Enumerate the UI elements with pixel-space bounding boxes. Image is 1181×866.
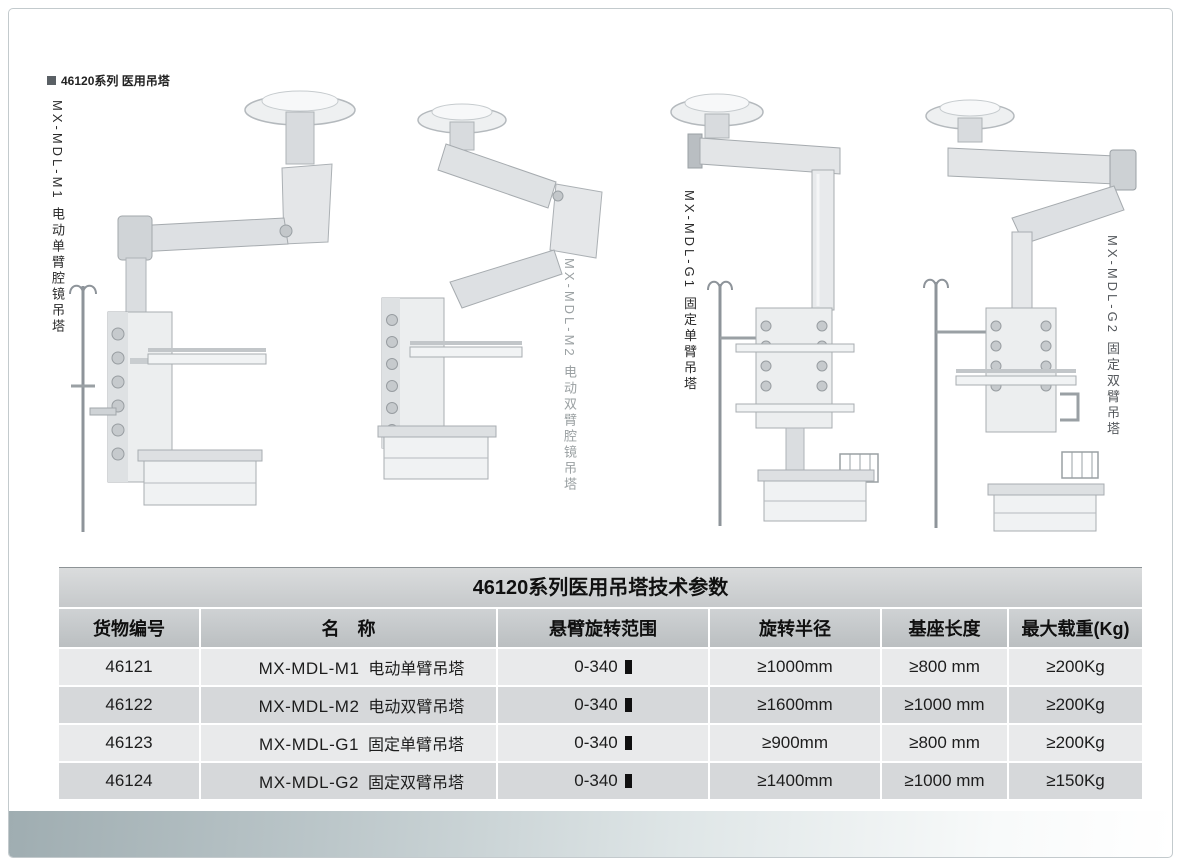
cell-radius: ≥1400mm — [710, 763, 880, 799]
spec-table: 46120系列医用吊塔技术参数 货物编号 名 称 悬臂旋转范围 旋转半径 基座长… — [59, 567, 1142, 801]
cell-name: MX-MDL-G1 固定单臂吊塔 — [201, 725, 496, 761]
series-bullet-icon — [47, 76, 56, 85]
spec-table-grid: 货物编号 名 称 悬臂旋转范围 旋转半径 基座长度 最大载重(Kg) 46121… — [57, 607, 1144, 801]
range-text: 0-340 — [574, 695, 618, 714]
cell-load: ≥200Kg — [1009, 687, 1142, 723]
col-header-radius: 旋转半径 — [710, 609, 880, 647]
base-cabinet — [137, 449, 263, 506]
table-row: 46122 MX-MDL-M2 电动双臂吊塔 0-340 ≥1600mm ≥100… — [59, 687, 1142, 723]
col-header-name: 名 称 — [201, 609, 496, 647]
product-label-m1: MX-MDL-M1 电动单臂腔镜吊塔 — [50, 100, 65, 336]
support-arm — [437, 143, 603, 309]
table-title: 46120系列医用吊塔技术参数 — [59, 567, 1142, 607]
product-label-g1: MX-MDL-G1 固定单臂吊塔 — [682, 190, 697, 393]
service-column — [381, 297, 445, 449]
cell-load: ≥150Kg — [1009, 763, 1142, 799]
name-text: 电动单臂吊塔 — [368, 661, 465, 678]
product-illustration-g1 — [660, 86, 905, 531]
series-label-text: 46120系列 医用吊塔 — [61, 74, 170, 88]
cell-load: ≥200Kg — [1009, 725, 1142, 761]
cell-name: MX-MDL-G2 固定双臂吊塔 — [201, 763, 496, 799]
degree-box-icon — [624, 660, 632, 674]
degree-box-icon — [624, 736, 632, 750]
base-cabinet — [757, 469, 875, 522]
shelf — [130, 348, 267, 365]
support-arm — [117, 163, 333, 315]
model-text: MX-MDL-G2 — [259, 773, 359, 792]
name-text: 固定双臂吊塔 — [367, 775, 464, 792]
cell-base: ≥800 mm — [882, 725, 1007, 761]
cell-code: 46123 — [59, 725, 199, 761]
product-label-g2: MX-MDL-G2 固定双臂吊塔 — [1105, 235, 1120, 438]
range-text: 0-340 — [574, 657, 618, 676]
ceiling-plate — [417, 103, 507, 151]
name-text: 电动双臂吊塔 — [368, 699, 465, 716]
degree-box-icon — [624, 774, 632, 788]
shelf — [409, 341, 523, 358]
cell-load: ≥200Kg — [1009, 649, 1142, 685]
col-header-load: 最大载重(Kg) — [1009, 609, 1142, 647]
cell-base: ≥1000 mm — [882, 763, 1007, 799]
service-column — [755, 307, 833, 471]
cell-code: 46121 — [59, 649, 199, 685]
degree-box-icon — [624, 698, 632, 712]
model-text: MX-MDL-G1 — [259, 735, 359, 754]
iv-pole — [69, 284, 97, 532]
iv-pole — [707, 280, 756, 526]
product-illustration-g2 — [900, 92, 1150, 532]
cell-code: 46122 — [59, 687, 199, 723]
col-header-range: 悬臂旋转范围 — [498, 609, 708, 647]
cell-radius: ≥900mm — [710, 725, 880, 761]
name-text: 固定单臂吊塔 — [367, 737, 464, 754]
base-cabinet — [377, 425, 497, 480]
cell-base: ≥800 mm — [882, 649, 1007, 685]
shelf — [735, 343, 855, 413]
col-header-code: 货物编号 — [59, 609, 199, 647]
cell-range: 0-340 — [498, 725, 708, 761]
ceiling-plate — [244, 90, 356, 165]
cell-radius: ≥1000mm — [710, 649, 880, 685]
ceiling-plate — [925, 99, 1015, 143]
cell-range: 0-340 — [498, 763, 708, 799]
table-header-row: 货物编号 名 称 悬臂旋转范围 旋转半径 基座长度 最大载重(Kg) — [59, 609, 1142, 647]
cell-code: 46124 — [59, 763, 199, 799]
range-text: 0-340 — [574, 733, 618, 752]
table-row: 46123 MX-MDL-G1 固定单臂吊塔 0-340 ≥900mm ≥800 … — [59, 725, 1142, 761]
iv-pole — [923, 278, 986, 528]
col-header-base: 基座长度 — [882, 609, 1007, 647]
ceiling-plate — [670, 93, 764, 139]
product-illustration-m1 — [60, 86, 370, 536]
model-text: MX-MDL-M1 — [258, 659, 360, 678]
shelf — [955, 369, 1077, 386]
product-illustration-m2 — [350, 98, 610, 528]
cell-range: 0-340 — [498, 687, 708, 723]
cell-range: 0-340 — [498, 649, 708, 685]
bottom-gradient-band — [9, 811, 1172, 857]
cell-name: MX-MDL-M1 电动单臂吊塔 — [201, 649, 496, 685]
support-arm — [947, 147, 1137, 313]
series-label: 46120系列 医用吊塔 — [47, 72, 170, 89]
table-row: 46121 MX-MDL-M1 电动单臂吊塔 0-340 ≥1000mm ≥800… — [59, 649, 1142, 685]
support-arm — [687, 133, 841, 311]
cell-base: ≥1000 mm — [882, 687, 1007, 723]
product-label-m2: MX-MDL-M2 电动双臂腔镜吊塔 — [562, 258, 577, 494]
table-row: 46124 MX-MDL-G2 固定双臂吊塔 0-340 ≥1400mm ≥100… — [59, 763, 1142, 799]
side-handle — [89, 407, 117, 416]
base-cabinet — [987, 483, 1105, 532]
cell-name: MX-MDL-M2 电动双臂吊塔 — [201, 687, 496, 723]
model-text: MX-MDL-M2 — [258, 697, 360, 716]
side-handle — [1060, 392, 1080, 422]
basket — [1061, 451, 1099, 479]
cell-radius: ≥1600mm — [710, 687, 880, 723]
range-text: 0-340 — [574, 771, 618, 790]
